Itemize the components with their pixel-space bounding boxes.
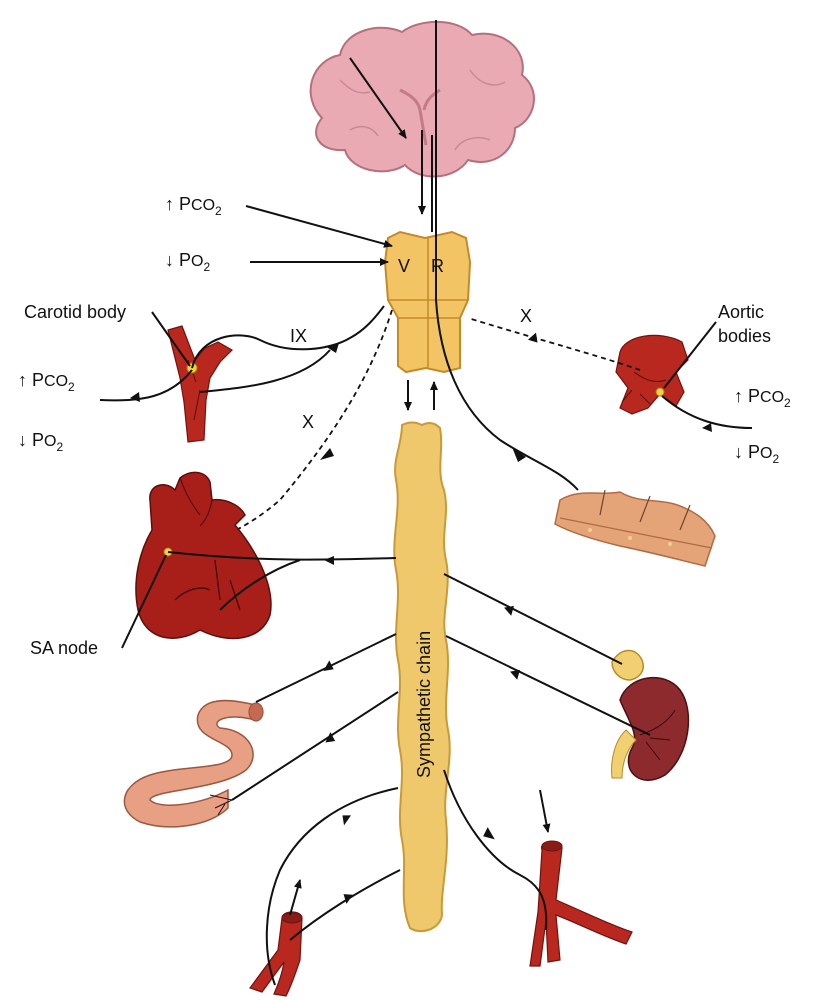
nerve-x-heart-label: X — [302, 412, 314, 432]
nerve-x-aortic-label: X — [520, 306, 532, 326]
skin-nerve-arrowhead — [512, 447, 526, 462]
chain-to-vein-nerve-1 — [265, 787, 399, 986]
vein-nerve-arrowhead-1 — [342, 815, 352, 826]
carotid-po2-label: ↓ PO2 — [18, 430, 63, 454]
vagus-heart-arrowhead — [320, 448, 334, 460]
vein-icon — [249, 911, 303, 997]
carotid-efferent-loop — [199, 349, 331, 393]
kidney-icon — [611, 676, 690, 781]
kidney-nerve-arrowhead — [510, 669, 520, 680]
adrenal-nerve-arrowhead — [504, 605, 514, 616]
carotid-body-label: Carotid body — [24, 302, 126, 322]
brainstem-pco2-label: ↑ PCO2 — [165, 194, 222, 218]
adrenal-gland-icon — [611, 649, 644, 681]
brain-icon — [309, 20, 535, 178]
carotid-input-arrowhead — [130, 392, 140, 402]
vein-output-arrow — [289, 879, 302, 916]
medulla-icon — [383, 230, 472, 374]
chain-to-adrenal-nerve — [443, 573, 623, 665]
afferent-skin-nerve — [435, 20, 579, 491]
aortic-bodies-label-line2: bodies — [718, 326, 771, 346]
skin-icon — [554, 489, 716, 567]
heart-nerve-arrowhead — [324, 556, 334, 565]
aortic-bodies-label-line1: Aortic — [718, 302, 764, 322]
sa-node-pointer — [121, 554, 167, 649]
carotid-pco2-label: ↑ PCO2 — [18, 370, 75, 394]
blood-vessel-icon — [529, 840, 633, 967]
pco2-input-line — [245, 205, 393, 248]
carotid-body-pointer — [151, 311, 191, 367]
vessel-input-arrow — [539, 789, 551, 833]
aortic-nerve-arrowhead — [527, 332, 538, 343]
aortic-vagus-nerve — [467, 317, 641, 371]
aortic-afferent-input — [661, 395, 753, 429]
chain-to-kidney-nerve — [445, 635, 651, 736]
ix-nerve-arrowhead — [325, 343, 339, 353]
carotid-sinus-nerve-ix — [191, 305, 385, 369]
aortic-input-arrowhead — [702, 423, 712, 432]
brain-descending-arrow-1 — [349, 57, 407, 139]
ventral-label: V — [398, 256, 410, 276]
chain-to-vein-nerve-2 — [289, 869, 401, 941]
nerve-ix-label: IX — [290, 326, 307, 346]
aortic-bodies-pointer — [663, 321, 717, 389]
aortic-po2-label: ↓ PO2 — [734, 442, 779, 466]
brainstem-po2-label: ↓ PO2 — [165, 250, 210, 274]
sa-node-label: SA node — [30, 638, 98, 658]
intestine-icon — [123, 699, 264, 828]
chain-to-intestine-nerve-2 — [231, 691, 399, 801]
aortic-arch-icon — [615, 334, 689, 415]
sympathetic-chain-icon — [393, 421, 451, 933]
vein-nerve-arrowhead-2 — [343, 894, 353, 904]
carotid-afferent-input — [99, 369, 193, 402]
rostral-label: R — [431, 256, 444, 276]
aortic-pco2-label: ↑ PCO2 — [734, 386, 791, 410]
vessel-nerve-arrowhead — [483, 827, 495, 840]
chain-to-vessel-nerve — [443, 769, 548, 931]
heart-nerve-branch — [219, 559, 301, 611]
intestine-nerve-arrowhead-2 — [325, 732, 336, 743]
intestine-nerve-arrowhead-1 — [323, 660, 334, 671]
chain-to-heart-nerve — [167, 551, 397, 561]
sympathetic-chain-label: Sympathetic chain — [414, 631, 434, 778]
